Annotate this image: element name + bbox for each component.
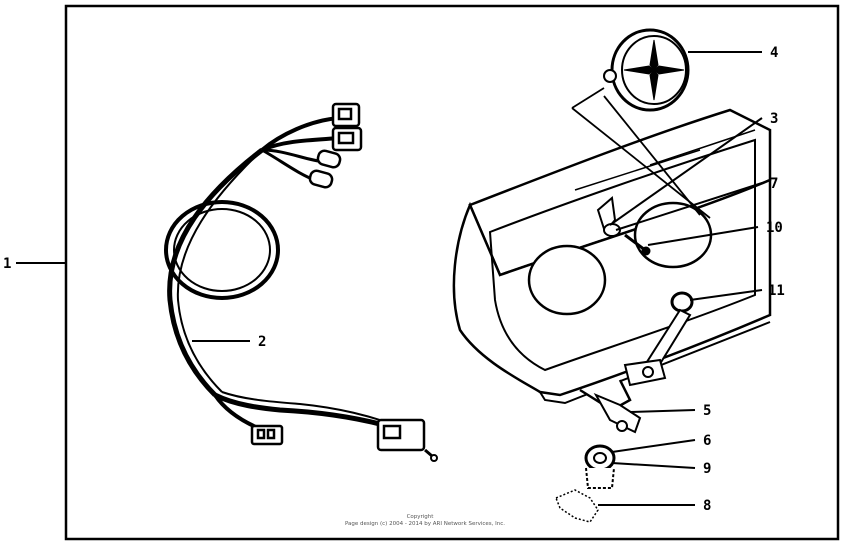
diagram-frame	[64, 4, 840, 541]
callout-label-1: 1	[3, 256, 11, 272]
switch-assembly	[555, 291, 694, 523]
callout-6[interactable]: 6	[611, 433, 711, 453]
callout-3[interactable]: 3	[609, 111, 778, 226]
wiring-harness	[164, 116, 438, 462]
leader-line-10	[647, 226, 759, 246]
callout-label-2: 2	[258, 334, 266, 350]
callout-4[interactable]: 4	[688, 45, 778, 61]
leader-line-3	[609, 117, 763, 226]
harness-connector-bottom-small	[250, 424, 284, 446]
dash-panel	[452, 108, 772, 412]
callout-label-11: 11	[768, 283, 785, 299]
leader-line-11	[689, 289, 763, 301]
callout-1[interactable]: 1	[3, 256, 66, 272]
callout-8[interactable]: 8	[598, 498, 711, 514]
leader-line-7	[615, 182, 763, 231]
gauge-bracket-leaders	[571, 87, 711, 219]
harness-connector-top-1	[331, 102, 361, 128]
harness-bullet-connector-2	[308, 169, 334, 189]
callout-label-6: 6	[703, 433, 711, 449]
harness-bullet-connector-1	[316, 149, 342, 169]
callout-7[interactable]: 7	[615, 176, 778, 231]
leader-line-5	[629, 409, 696, 413]
callout-label-10: 10	[766, 220, 783, 236]
callout-label-7: 7	[770, 176, 778, 192]
gauge-meter	[603, 28, 690, 112]
leader-line-9	[611, 462, 696, 469]
copyright-line-1: Copyright	[407, 514, 435, 520]
callout-2[interactable]: 2	[192, 334, 266, 350]
leader-line-6	[611, 439, 696, 453]
callout-label-8: 8	[703, 498, 711, 514]
copyright-line-2: Page design (c) 2004 - 2014 by ARI Netwo…	[345, 521, 505, 527]
callout-11[interactable]: 11	[689, 283, 785, 301]
callout-10[interactable]: 10	[647, 220, 783, 246]
callout-9[interactable]: 9	[611, 461, 711, 477]
harness-connector-bottom-large	[376, 418, 426, 452]
callout-label-9: 9	[703, 461, 711, 477]
harness-connector-top-2	[331, 126, 363, 152]
callout-label-4: 4	[770, 45, 778, 61]
callout-5[interactable]: 5	[629, 403, 711, 419]
callout-label-3: 3	[770, 111, 778, 127]
callout-label-5: 5	[703, 403, 711, 419]
